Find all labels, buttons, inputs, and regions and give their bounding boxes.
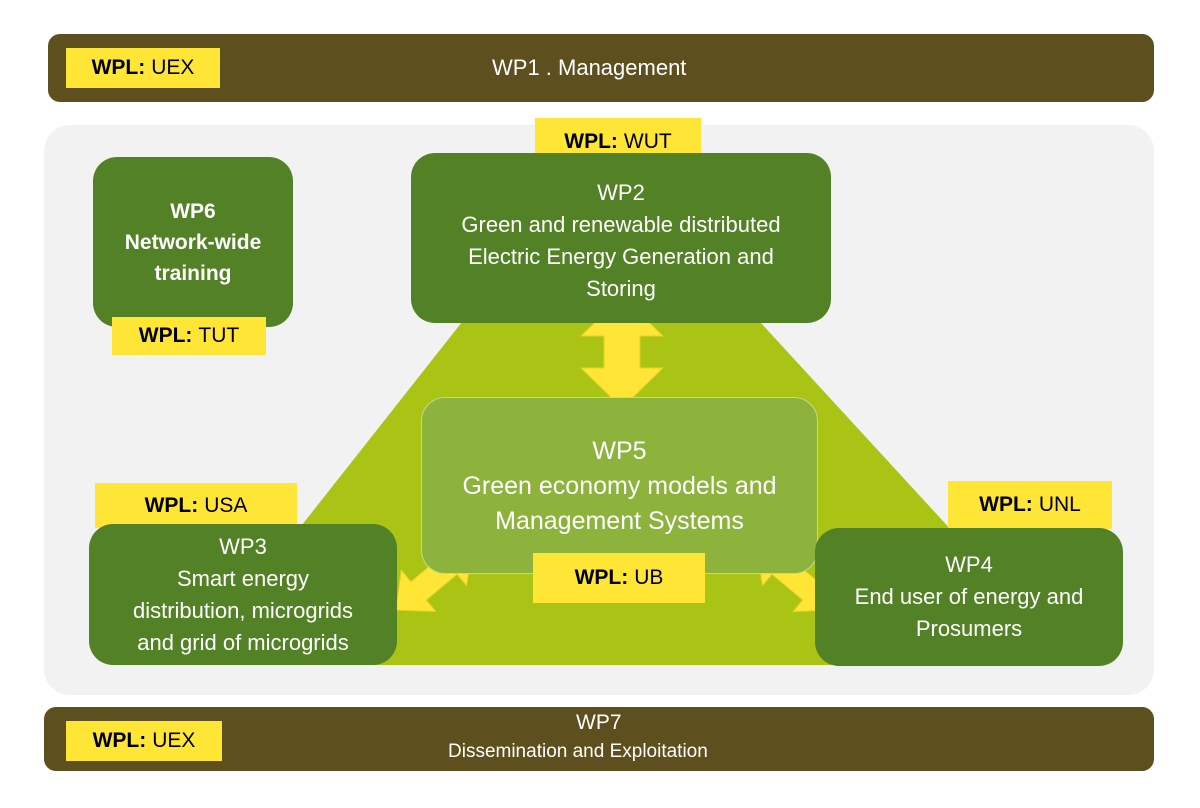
- wp1-bar: WPL:UEX WP1 . Management: [48, 34, 1154, 102]
- wp2-tag-value: WUT: [623, 130, 672, 153]
- wp3-line-3: and grid of microgrids: [137, 629, 349, 655]
- wp2-box: WP2 Green and renewable distributed Elec…: [411, 153, 831, 323]
- wp7-number: WP7: [576, 711, 622, 734]
- wp6-tag-value: TUT: [198, 324, 240, 347]
- wp5-line-1: Green economy models and: [462, 472, 777, 500]
- wp3-line-2: distribution, microgrids: [132, 597, 354, 623]
- wp3-line-1: Smart energy: [176, 565, 310, 591]
- wp2-number: WP2: [597, 180, 645, 205]
- wp7-tag-value: UEX: [152, 729, 196, 752]
- wp1-tag-prefix: WPL:: [91, 56, 146, 79]
- wp7-bar: WPL:UEX WP7 Dissemination and Exploitati…: [44, 707, 1154, 771]
- wp3-leader-tag: WPL:USA: [95, 483, 297, 528]
- wp7-tag-prefix: WPL:: [92, 729, 147, 752]
- wp6-number: WP6: [170, 199, 216, 223]
- wp5-leader-tag: WPL:UB: [533, 553, 705, 603]
- wp6-line-1: Network-wide: [124, 230, 262, 254]
- wp4-line-2: Prosumers: [915, 616, 1023, 641]
- wp7-leader-tag: WPL:UEX: [66, 721, 222, 761]
- wp5-box: WP5 Green economy models and Management …: [421, 397, 818, 574]
- wp1-leader-tag: WPL:UEX: [66, 48, 220, 88]
- wp5-line-2: Management Systems: [495, 507, 744, 535]
- wp3-number: WP3: [219, 533, 267, 559]
- wp4-box: WP4 End user of energy and Prosumers: [815, 528, 1123, 666]
- wp6-tag-prefix: WPL:: [138, 324, 193, 347]
- wp5-tag-prefix: WPL:: [574, 566, 629, 589]
- wp4-line-1: End user of energy and: [854, 584, 1084, 609]
- wp1-title: WP1 . Management: [492, 55, 687, 80]
- wp6-line-2: training: [154, 261, 232, 285]
- wp2-line-3: Storing: [586, 276, 656, 301]
- wp3-tag-prefix: WPL:: [144, 493, 199, 517]
- wp5-tag-value: UB: [634, 566, 664, 589]
- wp6-box: WP6 Network-wide training: [93, 157, 293, 327]
- wp1-tag-value: UEX: [151, 56, 195, 79]
- wp2-line-1: Green and renewable distributed: [461, 212, 781, 237]
- wp6-leader-tag: WPL:TUT: [112, 317, 266, 355]
- wp4-tag-value: UNL: [1038, 493, 1081, 516]
- wp5-number: WP5: [592, 437, 647, 465]
- wp4-number: WP4: [945, 552, 993, 577]
- wp4-tag-prefix: WPL:: [979, 493, 1033, 516]
- wp4-leader-tag: WPL:UNL: [948, 481, 1112, 529]
- wp2-tag-prefix: WPL:: [564, 130, 618, 153]
- wp7-subtitle: Dissemination and Exploitation: [448, 741, 708, 762]
- wp2-line-2: Electric Energy Generation and: [468, 244, 774, 269]
- wp3-tag-value: USA: [204, 493, 248, 517]
- wp3-box: WP3 Smart energy distribution, microgrid…: [89, 524, 397, 665]
